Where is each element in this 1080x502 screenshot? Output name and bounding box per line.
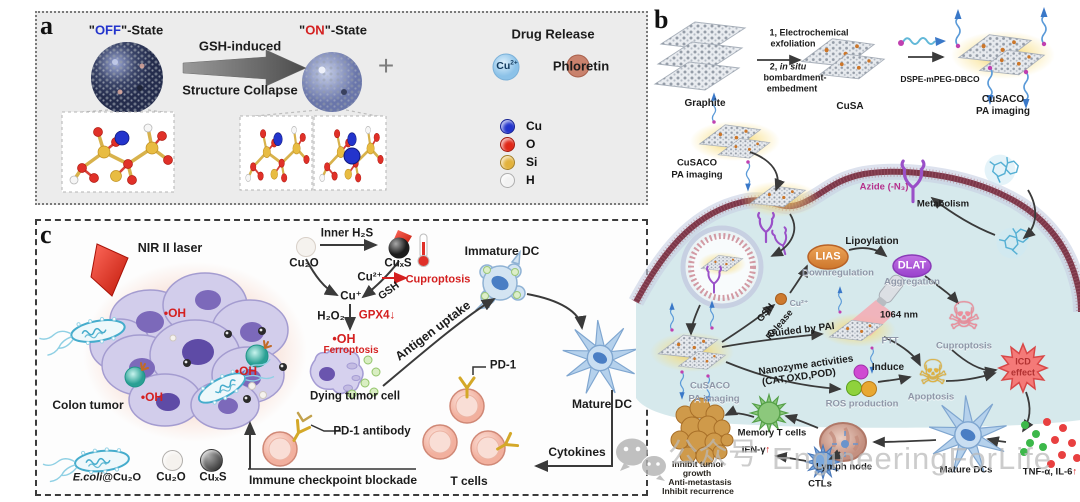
ptt-label: PTT bbox=[881, 335, 899, 346]
structure-collapse-label: Structure Collapse bbox=[182, 82, 298, 98]
tnf-il6-label: TNF-α, IL-6↑ bbox=[1022, 466, 1078, 478]
cuxs-label: CuₓS bbox=[384, 257, 412, 270]
induce-label: Induce bbox=[871, 362, 905, 373]
on-state-title: "ON"-State bbox=[299, 22, 367, 38]
cu-ion-label: Cu2+ bbox=[496, 59, 518, 72]
off-state-title: "OFF"-State bbox=[88, 22, 164, 38]
pd1-label: PD-1 bbox=[489, 359, 517, 372]
up-arrow-icon: ↑ bbox=[1072, 466, 1078, 478]
watermark-en: EngineeringForLife bbox=[772, 441, 1052, 476]
azido-sugar-molecule bbox=[980, 150, 1021, 190]
cu-ion-release bbox=[775, 293, 787, 305]
legend-ball-o bbox=[500, 137, 515, 152]
dying-cell-label: Dying tumor cell bbox=[309, 390, 401, 403]
lias-label: LIAS bbox=[815, 250, 841, 263]
cu2o-label: Cu₂O bbox=[289, 257, 319, 270]
memory-t-cell bbox=[749, 393, 789, 433]
oh-radical-label: •OH bbox=[234, 364, 258, 378]
legend-label-si: Si bbox=[526, 155, 538, 169]
downregulation-label: Downregulation bbox=[802, 267, 874, 279]
legend-ball-h bbox=[500, 173, 515, 188]
ctls-label: CTLs bbox=[808, 478, 832, 490]
graphite-stack bbox=[653, 21, 747, 91]
laser-1064-label: 1064 nm bbox=[879, 309, 919, 321]
graphite-label: Graphite bbox=[684, 98, 726, 109]
cusaco-nanosheet bbox=[657, 334, 719, 359]
cuproptosis-skull-icon: ☠ bbox=[946, 296, 982, 338]
legend-label-cu: Cu bbox=[526, 119, 542, 133]
panel-b-letter: b bbox=[654, 5, 669, 34]
step2-label: 2, in situ bbox=[769, 61, 807, 72]
cu2plus-label: Cu²⁺ bbox=[357, 271, 383, 284]
metabolism-label: Metabolism bbox=[916, 198, 970, 210]
pa-glow bbox=[951, 31, 1055, 79]
phloretin-label: Phloretin bbox=[552, 58, 610, 74]
dspe-label: DSPE-mPEG-DBCO bbox=[900, 73, 980, 84]
cusa-label: CuSA bbox=[836, 101, 864, 112]
panel-a-letter: a bbox=[40, 11, 53, 40]
on-word: ON bbox=[305, 22, 325, 38]
watermark-cn: 公众号 bbox=[668, 438, 758, 471]
cuxs-legend-label: CuₓS bbox=[199, 471, 227, 484]
cusaco-label: CuSACO bbox=[981, 94, 1025, 105]
cusaco-nanosheet bbox=[699, 124, 761, 149]
pd1-antibody-label: PD-1 antibody bbox=[333, 425, 411, 438]
legend-label-o: O bbox=[526, 137, 536, 151]
ecoli-legend-label: E.coli@Cu₂O bbox=[72, 471, 142, 484]
down-arrow-icon: ↓ bbox=[389, 309, 396, 322]
cytokines-label: Cytokines bbox=[548, 445, 606, 459]
lipoylation-label: Lipoylation bbox=[845, 236, 899, 247]
apoptosis-label: Apoptosis bbox=[907, 391, 955, 403]
cuplus-label: Cu⁺ bbox=[340, 290, 362, 303]
apoptosis-skull-icon: ☠ bbox=[917, 354, 949, 392]
ros-production-label: ROS production bbox=[825, 398, 899, 410]
memory-t-label: Memory T cells bbox=[737, 427, 807, 439]
cusaco-nanosheet bbox=[750, 185, 806, 208]
h2o2-label: H₂O₂ bbox=[317, 310, 345, 323]
oh-radical-center: •OH bbox=[332, 331, 356, 346]
aggregation-label: Aggregation bbox=[884, 276, 940, 288]
azido-sugar-molecule bbox=[993, 224, 1032, 262]
lymph-node-label: Lymph node bbox=[815, 461, 873, 473]
cu2o-legend-sphere bbox=[162, 450, 183, 471]
t-cells-label: T cells bbox=[450, 474, 488, 488]
panel-c-letter: c bbox=[40, 220, 52, 249]
cusaco-nanosheet bbox=[958, 34, 1032, 63]
cu2-release-label: Cu²⁺ bbox=[789, 297, 809, 308]
immature-dc-label: Immature DC bbox=[464, 244, 540, 258]
step1-label: 1, Electrochemical bbox=[769, 27, 849, 38]
up-arrow-icon: ↑ bbox=[765, 444, 771, 456]
cuxs-legend-sphere bbox=[200, 449, 223, 472]
cu2o-legend-label: Cu₂O bbox=[156, 471, 186, 484]
drug-release-title: Drug Release bbox=[511, 26, 595, 42]
legend-ball-cu bbox=[500, 119, 515, 134]
cusaco-nanosheet bbox=[829, 319, 883, 341]
ifn-label: IFN-γ↑ bbox=[741, 444, 771, 456]
oh-radical-label: •OH bbox=[163, 306, 187, 320]
icb-label: Immune checkpoint blockade bbox=[248, 473, 418, 487]
cuproptosis-label-b: Cuproptosis bbox=[936, 340, 992, 352]
legend-label-h: H bbox=[526, 173, 535, 187]
plus-icon: + bbox=[377, 50, 395, 81]
legend-ball-si bbox=[500, 155, 515, 170]
inner-h2s-label: Inner H₂S bbox=[320, 227, 374, 240]
gsh-induced-label: GSH-induced bbox=[198, 38, 282, 54]
mature-dc-label: Mature DC bbox=[571, 397, 633, 411]
endosome-vesicle bbox=[680, 225, 764, 309]
dlat-label: DLAT bbox=[897, 259, 927, 272]
panel-b-arrows bbox=[685, 151, 1037, 433]
nir-laser-label: NIR II laser bbox=[137, 240, 203, 255]
azide-label: Azide (-N₃) bbox=[859, 181, 909, 193]
ferroptosis-label: Ferroptosis bbox=[323, 345, 379, 356]
dspe-molecule-icon bbox=[898, 37, 946, 46]
cuproptosis-label-c: Cuproptosis bbox=[405, 273, 471, 286]
gpx4-label: GPX4↓ bbox=[358, 309, 396, 322]
colon-tumor-label: Colon tumor bbox=[52, 398, 124, 412]
off-word: OFF bbox=[94, 22, 121, 38]
cusaco-left-label: CuSACO bbox=[676, 157, 718, 169]
cusaco-bottom-label: CuSACO bbox=[689, 380, 731, 392]
gsh-label: GSH bbox=[754, 301, 777, 325]
oh-radical-label: •OH bbox=[140, 390, 164, 404]
icd-effect-label: ICD bbox=[1015, 356, 1031, 367]
